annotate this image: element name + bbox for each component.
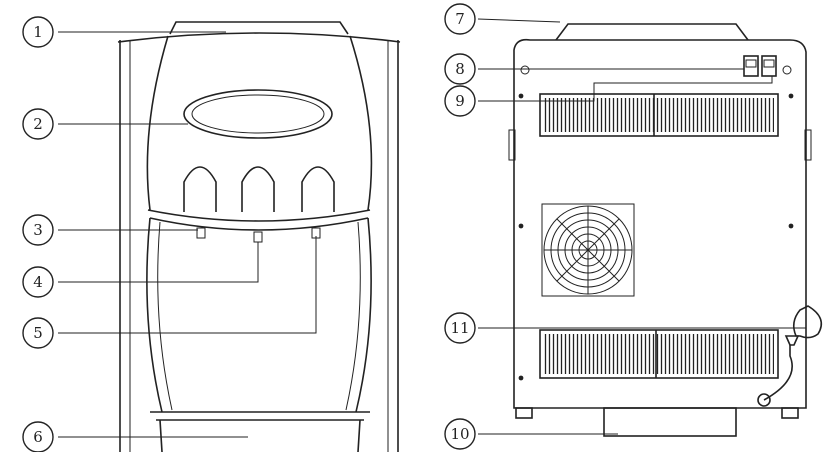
leader-7 <box>477 18 561 23</box>
lower-vent-slats <box>544 334 774 374</box>
back-bottom-tray <box>603 407 737 437</box>
callout: 1 <box>22 16 54 48</box>
plug-icon <box>792 305 823 339</box>
tap-nozzle-middle <box>253 231 263 243</box>
tap-ledge-top <box>147 209 371 222</box>
callout-label: 11 <box>450 319 469 337</box>
drip-tray-right <box>357 419 361 453</box>
switch-left <box>743 55 759 77</box>
power-cord <box>763 345 793 401</box>
rivet <box>788 93 794 99</box>
display-window <box>183 89 333 139</box>
tap-ledge-bottom <box>149 217 369 231</box>
callout: 7 <box>444 3 476 35</box>
front-top-cap <box>169 21 349 35</box>
callout-label: 7 <box>455 10 465 28</box>
callout-label: 5 <box>33 324 43 342</box>
callout: 6 <box>22 421 54 453</box>
rivet <box>518 93 524 99</box>
callout: 5 <box>22 317 54 349</box>
recess-right-edge <box>355 217 372 413</box>
recess-left-edge-inner <box>157 221 173 411</box>
callout-label: 3 <box>33 221 43 239</box>
screw-top-left <box>520 65 530 75</box>
callout: 3 <box>22 214 54 246</box>
recess-right-edge-inner <box>345 221 361 411</box>
callout: 8 <box>444 53 476 85</box>
fan-guard <box>541 203 635 297</box>
tap-nozzle-left <box>196 227 206 239</box>
callout-label: 10 <box>450 425 469 443</box>
callout-label: 4 <box>33 273 43 291</box>
rivet <box>518 375 524 381</box>
switch-right-rocker <box>763 59 775 68</box>
back-foot-left <box>515 407 533 419</box>
back-view <box>508 23 823 437</box>
tap-hood-right <box>301 166 335 212</box>
callout-label: 8 <box>455 60 465 78</box>
back-body <box>513 38 807 409</box>
back-top-cap <box>555 23 749 41</box>
callout: 9 <box>444 85 476 117</box>
tap-hood-left <box>183 166 217 212</box>
callout-label: 2 <box>33 115 43 133</box>
front-view <box>117 21 401 453</box>
rivet <box>518 223 524 229</box>
callout-label: 9 <box>455 92 465 110</box>
drip-tray-left <box>159 419 163 453</box>
plug-strain-relief <box>784 335 800 346</box>
rivet <box>788 223 794 229</box>
front-body-left-curve <box>146 35 169 211</box>
switch-left-rocker <box>745 59 757 68</box>
tap-hood-middle <box>241 166 275 212</box>
back-side-knob-left <box>508 129 516 161</box>
front-body-right-curve <box>349 35 373 211</box>
recess-left-edge <box>146 217 163 413</box>
callout: 2 <box>22 108 54 140</box>
lower-vent <box>539 329 779 379</box>
callout: 10 <box>444 418 476 450</box>
switch-right <box>761 55 777 77</box>
callout: 4 <box>22 266 54 298</box>
upper-vent-slats <box>544 98 774 132</box>
leader-lines <box>58 18 806 438</box>
cord-grommet <box>757 393 771 407</box>
callout-label: 6 <box>33 428 43 446</box>
screw-top-right <box>782 65 792 75</box>
display-window-inner <box>191 94 325 134</box>
upper-vent <box>539 93 779 137</box>
leader-4 <box>58 242 259 283</box>
back-foot-right <box>781 407 799 419</box>
callout: 11 <box>444 312 476 344</box>
back-side-knob-right <box>804 129 812 161</box>
leader-9 <box>478 76 773 102</box>
leader-5 <box>58 236 317 334</box>
callout-label: 1 <box>33 23 43 41</box>
front-top-edge <box>117 32 401 43</box>
